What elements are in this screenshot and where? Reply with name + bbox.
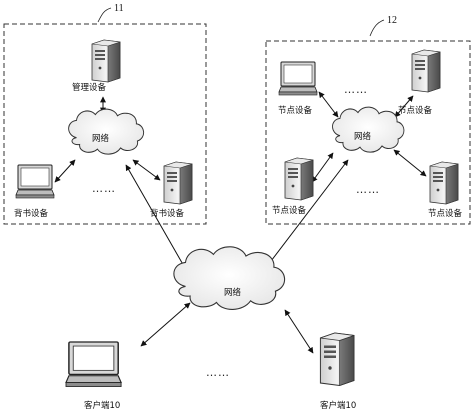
link-center-network-to-client-left xyxy=(140,302,191,347)
right-network-label: 网络 xyxy=(354,131,372,142)
client-left-label: 客户端10 xyxy=(84,400,120,411)
management-device-server-icon xyxy=(91,39,121,83)
group-box-11 xyxy=(3,23,207,225)
link-node1-to-right-network xyxy=(318,91,339,118)
link-right-network-to-center-network xyxy=(267,159,349,266)
backup-device-right-server-icon xyxy=(163,161,193,205)
client-left-pc-icon xyxy=(65,341,122,388)
link-center-network-to-client-right xyxy=(284,309,314,354)
group-box-12 xyxy=(265,40,471,225)
node-device-4-label: 节点设备 xyxy=(428,208,463,219)
ref-label-12: 12 xyxy=(387,15,397,26)
link-backup-left-to-left-network xyxy=(54,159,76,183)
ref-label-11: 11 xyxy=(114,3,124,14)
backup-device-left-pc-icon xyxy=(15,164,55,199)
link-node4-to-right-network xyxy=(393,149,427,177)
client-right-label: 客户端10 xyxy=(320,400,356,411)
node-device-1-pc-icon xyxy=(278,61,318,96)
link-left-network-to-center-network xyxy=(125,164,186,269)
center-network-label: 网络 xyxy=(224,287,242,298)
right-group-middle-ellipsis: …… xyxy=(356,183,380,196)
right-group-top-ellipsis: …… xyxy=(344,83,368,96)
left-network-cloud xyxy=(68,108,145,155)
node-device-1-label: 节点设备 xyxy=(278,105,313,116)
ref-leader-11 xyxy=(97,7,112,23)
node-device-2-server-icon xyxy=(411,49,441,93)
node-device-4-server-icon xyxy=(429,161,459,205)
backup-device-left-label: 背书设备 xyxy=(14,208,49,219)
node-device-3-server-icon xyxy=(284,157,314,201)
right-network-cloud xyxy=(331,106,405,153)
link-node3-to-right-network xyxy=(311,152,334,183)
link-node2-to-right-network xyxy=(394,95,414,118)
left-network-label: 网络 xyxy=(92,133,110,144)
management-device-label: 管理设备 xyxy=(72,82,107,93)
backup-device-right-label: 背书设备 xyxy=(150,208,185,219)
node-device-3-label: 节点设备 xyxy=(272,205,307,216)
link-backup-right-to-left-network xyxy=(132,159,161,181)
client-right-server-icon xyxy=(319,332,355,387)
node-device-2-label: 节点设备 xyxy=(398,105,433,116)
left-group-ellipsis: …… xyxy=(92,182,116,195)
ref-leader-12 xyxy=(369,19,385,37)
center-network-cloud xyxy=(173,245,286,311)
bottom-ellipsis: …… xyxy=(206,366,230,379)
